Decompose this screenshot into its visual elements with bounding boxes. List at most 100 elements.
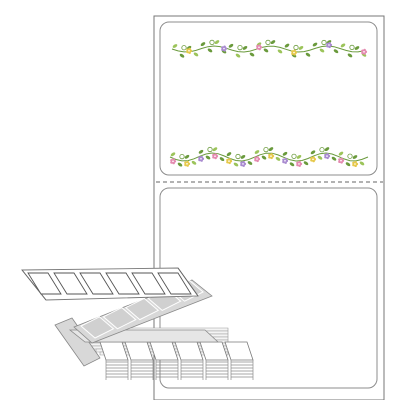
flower-petal xyxy=(228,158,231,161)
vine-curl xyxy=(321,39,327,46)
flower-petal xyxy=(256,47,259,50)
sheet-label xyxy=(131,272,166,295)
vine-curl xyxy=(179,154,185,160)
top-label xyxy=(159,21,378,176)
flower-petal xyxy=(186,48,189,52)
flower-petal xyxy=(298,160,301,164)
flower-petal xyxy=(198,156,201,159)
flower-petal xyxy=(254,156,257,160)
unfolded-sheet-row xyxy=(21,267,199,301)
leaf xyxy=(345,162,351,167)
flower-center xyxy=(258,46,260,49)
leaf xyxy=(191,160,197,165)
flower-petal xyxy=(363,48,366,52)
fold-label xyxy=(80,316,115,339)
flower-petal xyxy=(186,160,189,164)
flower-petal xyxy=(188,47,191,51)
flower-petal xyxy=(200,159,203,162)
flower-center xyxy=(172,160,174,163)
vine-curl xyxy=(207,146,213,153)
leaf xyxy=(240,154,246,159)
flower-center xyxy=(200,158,202,160)
flower-petal xyxy=(212,153,215,157)
leaf xyxy=(200,42,206,47)
leaf xyxy=(268,147,274,152)
sheet-label xyxy=(105,272,140,295)
leaf xyxy=(310,150,316,155)
leaf xyxy=(242,45,248,50)
leaf xyxy=(263,48,269,53)
flower-petal xyxy=(326,44,329,48)
floral-border-top xyxy=(171,39,368,58)
leaf xyxy=(228,43,234,48)
leaf xyxy=(352,155,358,159)
leaf xyxy=(298,45,304,50)
flower-petal xyxy=(338,158,341,161)
leaf xyxy=(193,52,199,57)
flower-petal xyxy=(228,161,231,165)
flower-petal xyxy=(298,164,301,167)
flower-petal xyxy=(326,42,329,46)
flower-center xyxy=(256,158,258,160)
flower-petal xyxy=(354,161,357,164)
vine-curl xyxy=(181,45,187,51)
leaf xyxy=(212,147,218,152)
flower-petal xyxy=(340,161,343,164)
leaf xyxy=(219,157,225,162)
leaf xyxy=(282,151,288,156)
flower-center xyxy=(284,160,286,162)
flower-center xyxy=(298,163,300,165)
vine-curl xyxy=(319,147,325,153)
flower-center xyxy=(326,155,328,157)
flower-petal xyxy=(184,161,187,164)
flower-petal xyxy=(352,163,355,167)
flower-petal xyxy=(212,155,215,159)
flower-petal xyxy=(312,159,315,163)
leaf xyxy=(324,147,330,152)
sheet-label xyxy=(79,272,114,295)
flower-petal xyxy=(226,160,229,164)
leaf xyxy=(359,161,365,166)
leaf xyxy=(275,156,281,161)
flower-petal xyxy=(354,164,357,167)
flower-petal xyxy=(328,45,331,49)
flower-petal xyxy=(223,45,226,49)
flower-petal xyxy=(242,164,245,167)
flower-petal xyxy=(200,155,203,159)
flower-petal xyxy=(186,164,189,167)
leaf xyxy=(354,46,360,50)
fanfold-stack xyxy=(21,267,254,380)
leaf xyxy=(303,161,309,166)
vine-stem xyxy=(169,152,369,162)
flower-petal xyxy=(361,51,364,55)
flower-petal xyxy=(324,153,327,157)
flower-center xyxy=(328,44,330,46)
leaf xyxy=(277,49,283,54)
leaf xyxy=(207,48,213,53)
flower-center xyxy=(340,159,342,162)
vine-stem xyxy=(171,45,365,53)
flower-petal xyxy=(296,163,299,167)
flower-petal xyxy=(291,52,294,55)
vine-curl xyxy=(265,39,271,46)
flower-center xyxy=(228,160,230,162)
flower-petal xyxy=(184,163,187,167)
flower-petal xyxy=(198,158,201,162)
flower-petal xyxy=(340,157,343,161)
pile-front-row xyxy=(99,341,254,380)
vine-curl xyxy=(349,44,355,51)
leaf xyxy=(254,150,260,154)
vine-curl xyxy=(237,44,243,51)
leaf xyxy=(331,156,337,161)
flower-petal xyxy=(338,160,341,163)
leaf xyxy=(184,154,190,159)
vine-curl xyxy=(293,44,299,51)
leaf xyxy=(289,162,295,167)
leaf xyxy=(179,53,185,58)
flower-petal xyxy=(270,153,273,156)
flower-petal xyxy=(242,160,245,164)
flower-petal xyxy=(223,49,226,52)
flower-petal xyxy=(293,49,296,53)
leaf xyxy=(296,154,302,159)
